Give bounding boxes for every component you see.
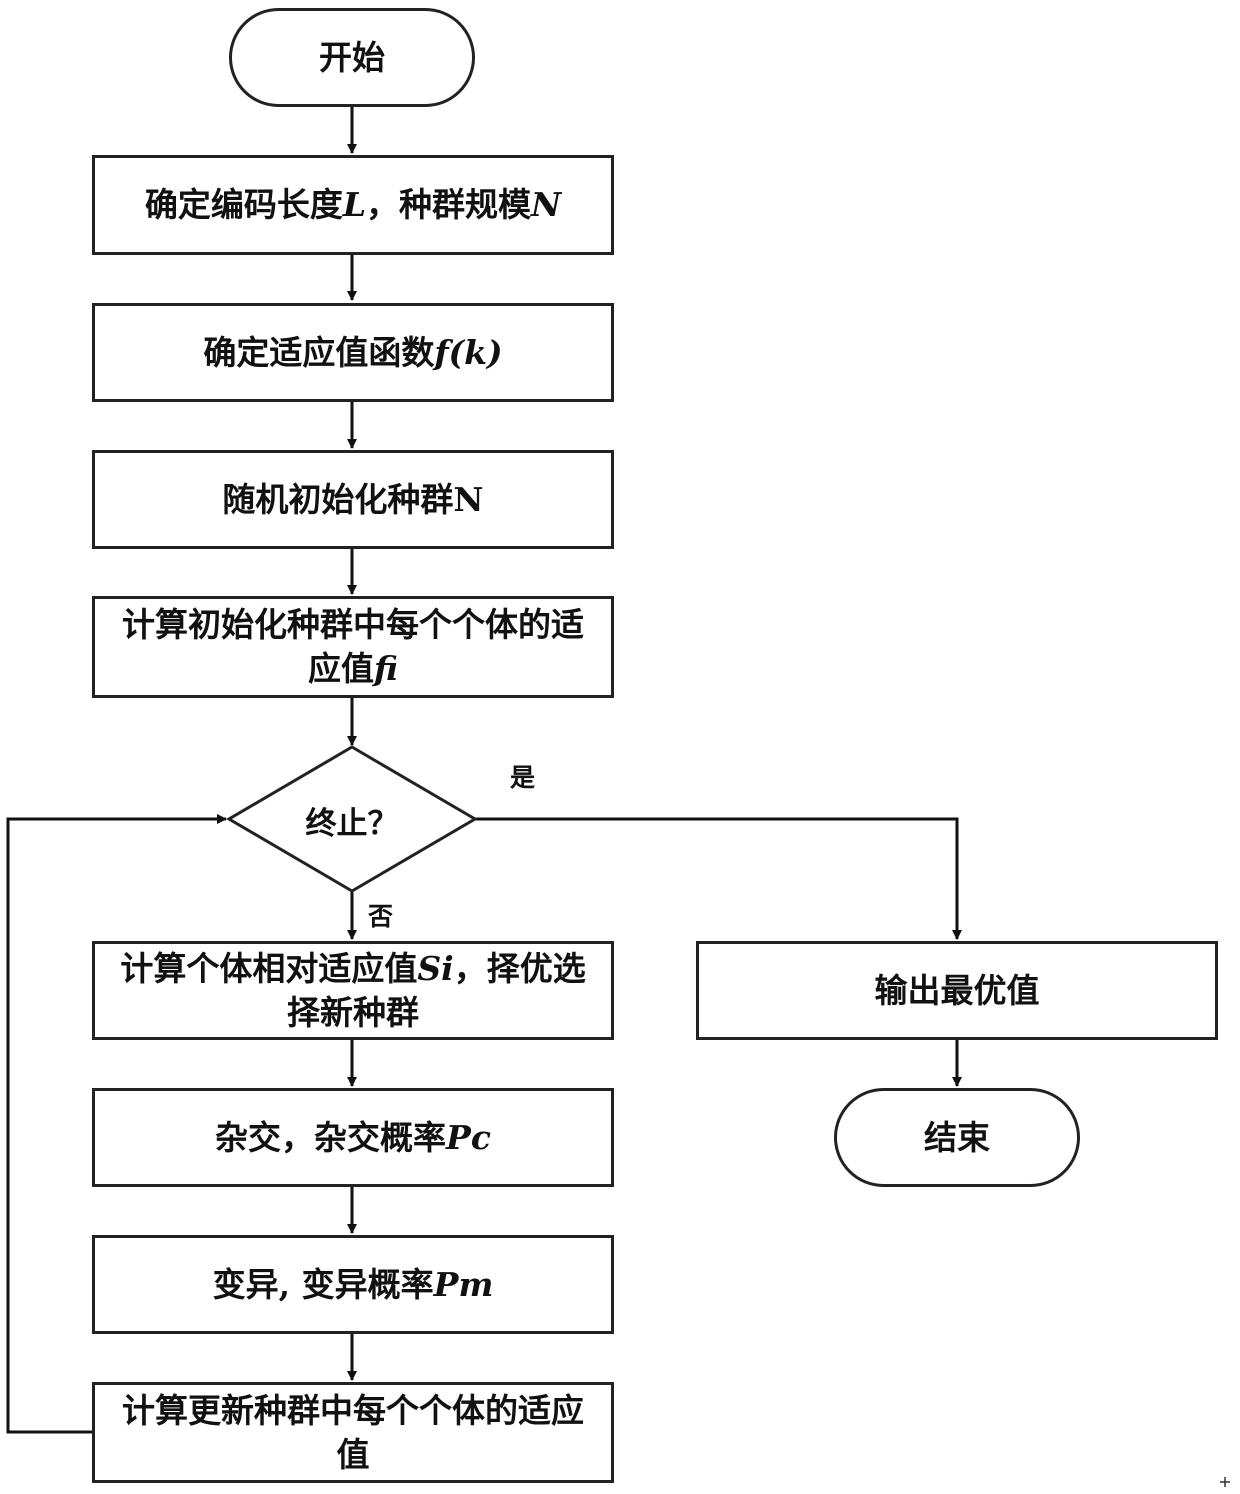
step-mutation: 变异, 变异概率Pm <box>92 1235 614 1334</box>
decision-label: 终止？ <box>305 806 399 842</box>
step-crossover: 杂交，杂交概率Pc <box>92 1088 614 1187</box>
output-best-box: 输出最优值 <box>696 941 1218 1040</box>
step-init-population-text: 随机初始化种群N <box>222 479 484 519</box>
start-terminal: 开始 <box>229 8 475 107</box>
corner-mark <box>1220 1477 1230 1487</box>
step-encoding-text: 确定编码长度L，种群规模N <box>144 185 562 224</box>
step-crossover-text: 杂交，杂交概率Pc <box>215 1117 491 1157</box>
step-fitness-function: 确定适应值函数f(k) <box>92 303 614 402</box>
arrow-yes-output <box>475 817 962 940</box>
loop-back-arrow <box>6 814 227 1434</box>
step-encoding: 确定编码长度L，种群规模N <box>92 155 614 255</box>
step-update-fitness-text: 计算更新种群中每个个体的适应值 <box>122 1390 584 1474</box>
end-terminal: 结束 <box>834 1088 1080 1187</box>
step-selection-text: 计算个体相对适应值Si，择优选择新种群 <box>120 948 586 1032</box>
step-init-fitness-text: 计算初始化种群中每个个体的适应值fi <box>122 605 584 688</box>
step-mutation-text: 变异, 变异概率Pm <box>212 1264 494 1304</box>
step-init-population: 随机初始化种群N <box>92 450 614 549</box>
step-fitness-function-text: 确定适应值函数f(k) <box>203 332 503 372</box>
step-init-fitness: 计算初始化种群中每个个体的适应值fi <box>92 596 614 698</box>
decision-diamond <box>226 745 478 893</box>
end-label: 结束 <box>924 1117 990 1157</box>
output-best-text: 输出最优值 <box>874 970 1040 1010</box>
start-label: 开始 <box>319 37 385 77</box>
branch-yes-label: 是 <box>510 763 536 792</box>
branch-no-label: 否 <box>368 902 394 931</box>
step-selection: 计算个体相对适应值Si，择优选择新种群 <box>92 941 614 1040</box>
step-update-fitness: 计算更新种群中每个个体的适应值 <box>92 1382 614 1483</box>
